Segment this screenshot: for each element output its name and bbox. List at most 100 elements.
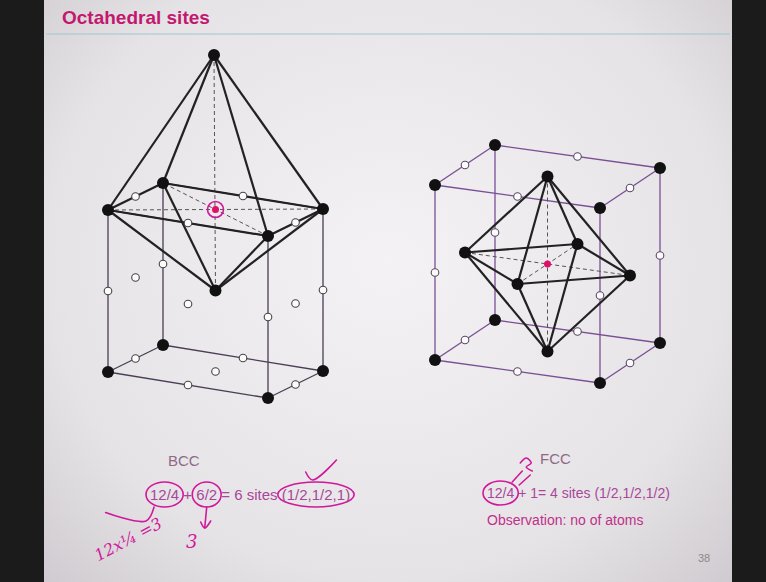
octahedral-site: [264, 313, 272, 321]
octahedral-site: [132, 193, 140, 201]
cube-edge: [435, 145, 660, 383]
atom: [157, 177, 169, 189]
octahedral-site: [461, 161, 469, 169]
octahedron-edge: [163, 183, 216, 291]
octahedron-edge: [548, 276, 631, 352]
octahedron-axis: [465, 253, 630, 276]
octahedral-site: [132, 355, 140, 363]
cube-edge: [268, 209, 323, 236]
octahedral-site: [104, 192, 327, 389]
octahedron-edge: [548, 244, 578, 352]
bcc-cell: [102, 49, 329, 404]
octahedral-site: [184, 381, 192, 389]
octahedron-edge: [548, 177, 631, 276]
octahedral-site: [132, 274, 140, 282]
octahedron-edge: [548, 177, 578, 245]
pen-squiggle: [520, 458, 532, 471]
atom: [102, 366, 114, 378]
atom: [102, 204, 114, 216]
atom: [157, 339, 169, 351]
octahedral-site: [184, 219, 192, 227]
octahedron-edge: [518, 177, 548, 285]
atom: [208, 49, 220, 61]
site-marker: [544, 261, 551, 268]
octahedral-site: [431, 153, 664, 376]
title-rule: [46, 33, 730, 34]
octahedron-edge: [465, 177, 630, 352]
pen-arrow: [205, 507, 207, 528]
site-marker: [212, 206, 219, 213]
site-marker: [544, 261, 551, 268]
cube-edge: [435, 360, 600, 383]
octahedron-edge: [518, 284, 548, 352]
atom: [624, 270, 636, 282]
cube-edge: [268, 371, 323, 398]
atom: [542, 171, 554, 183]
octahedral-site: [574, 328, 582, 336]
cube-edge: [163, 183, 323, 209]
atom: [317, 365, 329, 377]
octahedron-edge: [108, 183, 163, 210]
cube-edge: [163, 345, 323, 371]
pen-arrow: [519, 475, 530, 485]
octahedron-edge: [108, 210, 216, 291]
handwritten-note: 3: [186, 532, 197, 553]
octahedral-site: [212, 368, 220, 376]
atom: [594, 202, 606, 214]
atom: [654, 162, 666, 174]
atom: [262, 230, 274, 242]
slide-label: Observation: no of atoms: [487, 512, 643, 528]
site-marker: [212, 206, 219, 213]
atom: [489, 139, 501, 151]
octahedron-edge: [465, 253, 548, 352]
octahedral-site: [184, 300, 192, 308]
octahedron-edge: [216, 209, 324, 291]
octahedron-edge: [465, 244, 578, 253]
pen-check: [306, 460, 337, 480]
octahedron-axis: [214, 55, 216, 291]
slide-label: FCC: [540, 450, 571, 467]
octahedron-edge: [108, 55, 214, 210]
atom: [262, 392, 274, 404]
atom: [654, 337, 666, 349]
octahedral-site: [431, 269, 439, 277]
slide-label: 12/4 + 6/2 = 6 sites (1/2,1/2,1): [150, 486, 350, 503]
octahedron-edge: [216, 236, 269, 291]
octahedron-axis: [465, 177, 630, 352]
cube-edge: [108, 345, 163, 372]
octahedral-site: [319, 286, 327, 294]
cube-edge: [435, 145, 495, 185]
pen-arrowhead: [201, 521, 211, 528]
octahedral-site: [239, 192, 247, 200]
octahedron-edge: [465, 253, 518, 285]
octahedral-site: [104, 287, 112, 295]
octahedral-site: [656, 252, 664, 260]
slide-label: BCC: [168, 452, 200, 469]
atom: [429, 139, 666, 389]
octahedron-edge: [268, 209, 323, 236]
atom: [572, 238, 584, 250]
pen-circle: [208, 202, 224, 218]
slide-label: 38: [698, 552, 710, 565]
atom: [512, 278, 524, 290]
atom: [317, 203, 329, 215]
atom: [489, 314, 501, 326]
cube-edge: [495, 145, 660, 168]
octahedron-edge: [214, 55, 268, 236]
octahedron-edge: [465, 177, 548, 253]
octahedron-axis: [108, 55, 323, 291]
cube-edge: [435, 320, 495, 360]
octahedron-edge: [214, 55, 323, 209]
pen-arrow: [512, 471, 522, 482]
atom: [102, 49, 329, 404]
fcc-cell: [429, 139, 666, 389]
octahedron-edge: [163, 55, 214, 183]
cube-edge: [108, 372, 268, 398]
octahedral-site: [574, 153, 582, 161]
octahedral-site: [461, 336, 469, 344]
cube-edge: [600, 343, 660, 383]
octahedron-edge: [578, 244, 631, 276]
octahedral-site: [292, 219, 300, 227]
slide-label: 12/4 + 1= 4 sites (1/2,1/2,1/2): [487, 485, 670, 501]
